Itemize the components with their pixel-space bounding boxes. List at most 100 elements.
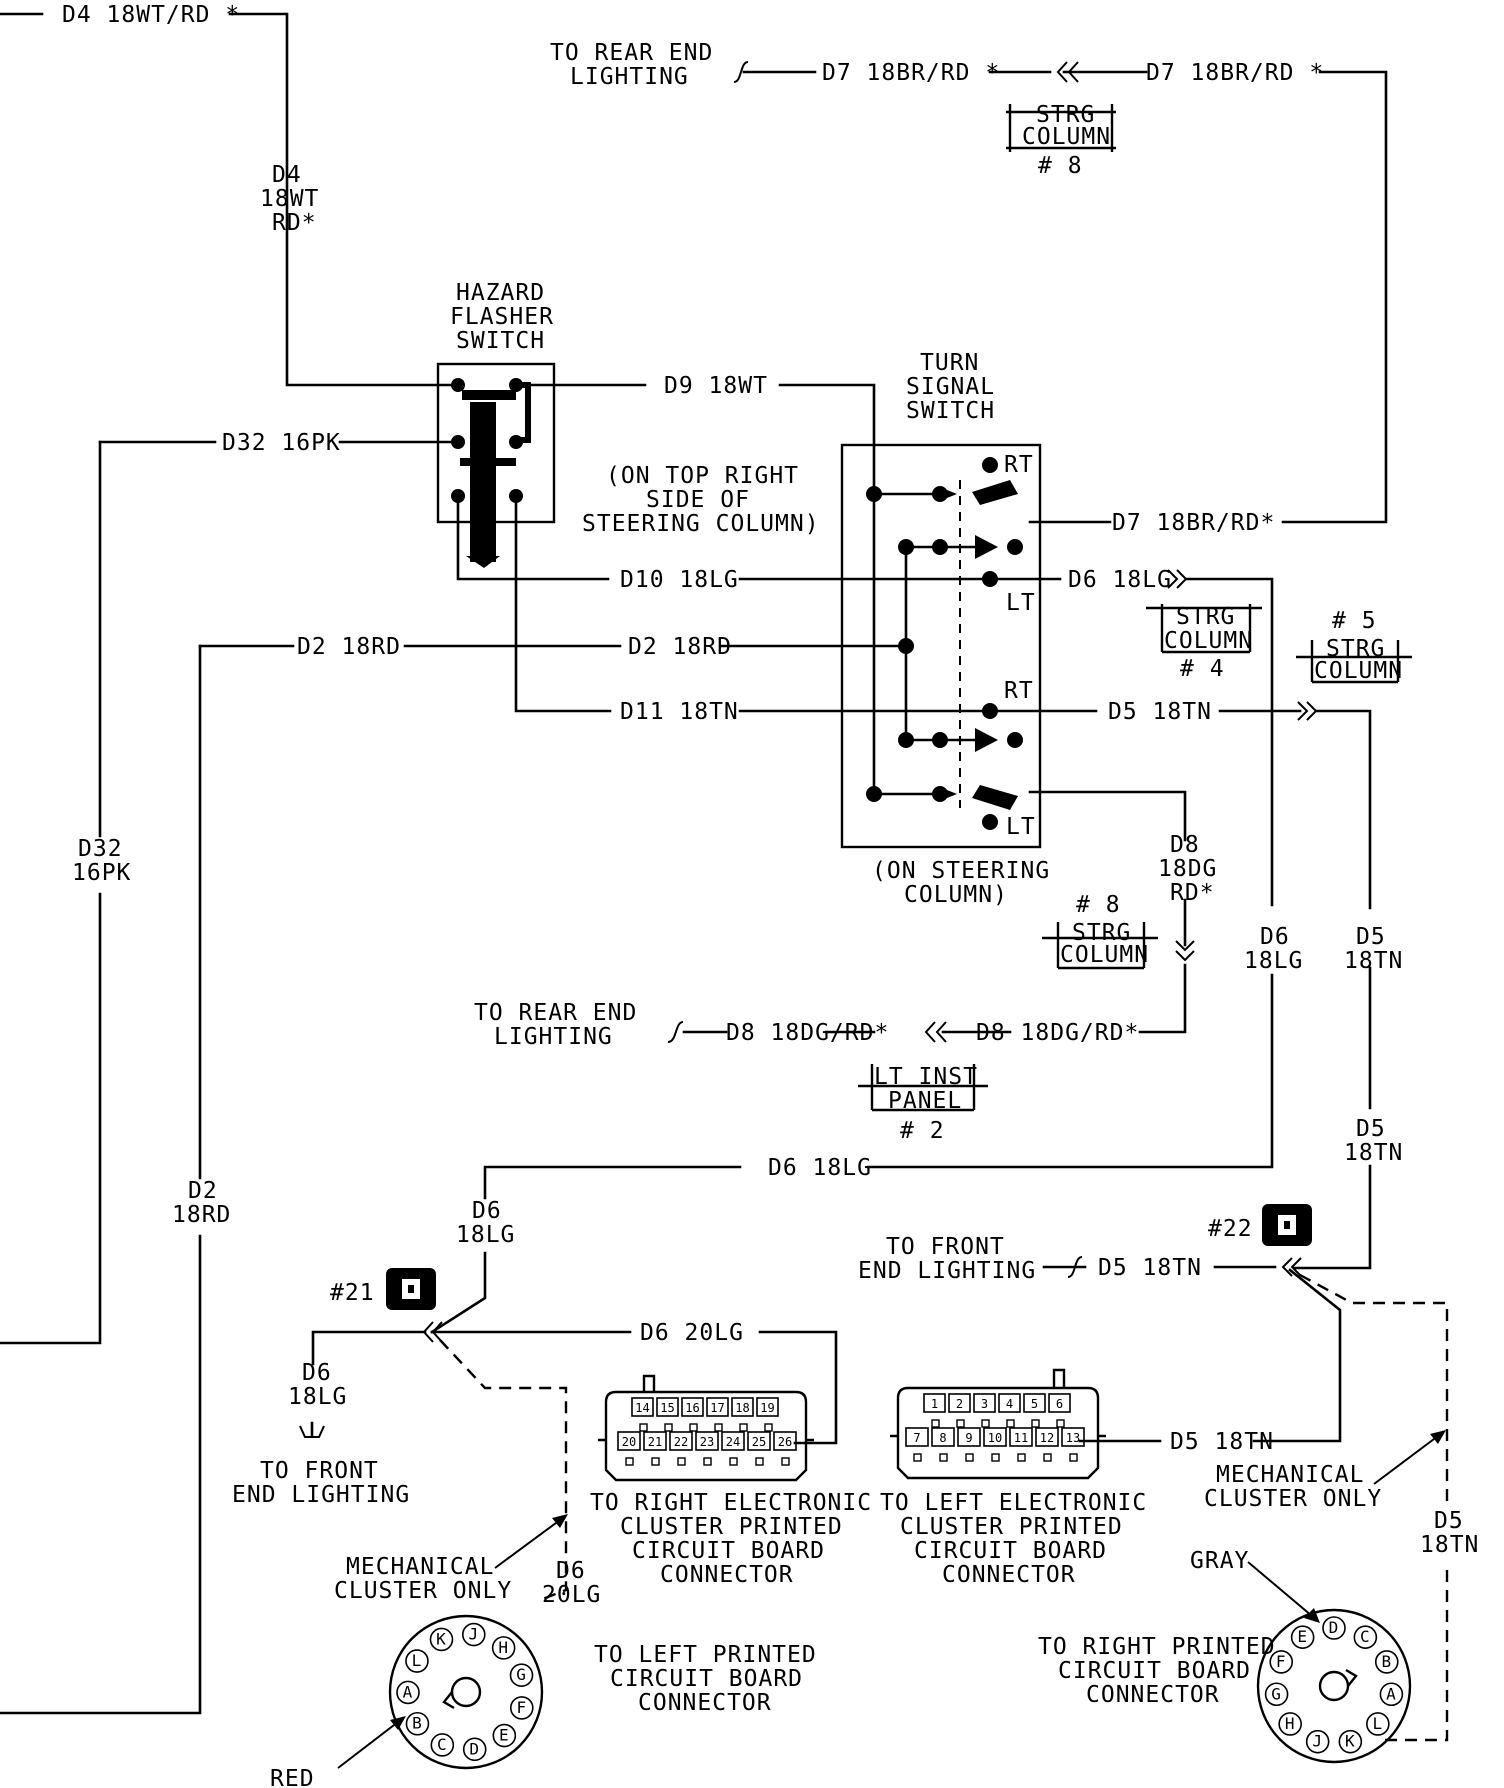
right-cluster-pin-label: 25 xyxy=(752,1435,766,1449)
wire-label-d2-h1: D2 18RD xyxy=(297,634,401,660)
left-pcb-pin-label: E xyxy=(499,1726,510,1745)
wire-label-d6-junction-v1: D6 xyxy=(472,1198,502,1224)
left-pcb-pin-label: H xyxy=(498,1638,509,1657)
left-pcb-pin-label: A xyxy=(403,1682,414,1701)
left-pcb-pin-label: B xyxy=(412,1714,423,1733)
strg-column-8-mid-num: # 8 xyxy=(1076,892,1121,918)
wire-label-d8-v3: RD* xyxy=(1170,880,1215,906)
left-pcb-pin-circle xyxy=(430,1733,455,1757)
hazard-flasher-switch xyxy=(436,362,556,568)
left-cluster-pin-hole xyxy=(931,1419,940,1428)
wire-label-d2-h2: D2 18RD xyxy=(628,634,732,660)
left-cluster-pin-hole xyxy=(1043,1453,1052,1462)
right-pcb-pin-circle xyxy=(1305,1729,1330,1754)
right-cluster-pin-hole xyxy=(755,1457,764,1466)
wire-label-d32-h: D32 16PK xyxy=(222,430,341,456)
right-cluster-pin-box xyxy=(681,1397,704,1417)
left-cluster-label-3: CIRCUIT BOARD xyxy=(914,1538,1107,1564)
to-front-end-lighting-right-1: TO FRONT xyxy=(886,1234,1005,1260)
wire-label-d6-h: D6 18LG xyxy=(768,1155,872,1181)
wire-label-d5-v2: 18TN xyxy=(1344,948,1403,974)
wire-label-d8-v2: 18DG xyxy=(1158,856,1217,882)
right-pcb-label-1: TO RIGHT PRINTED xyxy=(1038,1634,1276,1660)
right-cluster-pin-label: 21 xyxy=(648,1435,662,1449)
pointer-arrows xyxy=(337,1430,1446,1769)
left-pcb-pin-circle xyxy=(405,1711,430,1736)
left-cluster-pin-box xyxy=(1048,1393,1071,1413)
wire-label-d4-top: D4 18WT/RD * xyxy=(62,2,240,28)
wire-label-d6-dash-v1: D6 xyxy=(556,1558,586,1584)
right-cluster-pin-box xyxy=(706,1397,729,1417)
left-cluster-pin-hole xyxy=(956,1419,965,1428)
right-cluster-pin-label: 16 xyxy=(685,1401,699,1415)
left-cluster-pin-label: 13 xyxy=(1066,1431,1080,1445)
red-label: RED xyxy=(270,1766,315,1788)
wire-label-d6-dash-v2: 20LG xyxy=(542,1582,601,1608)
right-cluster-pin-box xyxy=(643,1431,667,1451)
left-cluster-pin-label: 4 xyxy=(1006,1397,1013,1411)
right-pcb-pin-circle xyxy=(1290,1625,1315,1650)
wire-label-d2-v1: D2 xyxy=(188,1178,218,1204)
right-pcb-label-2: CIRCUIT BOARD xyxy=(1058,1658,1251,1684)
to-rear-end-lighting-mid-1: TO REAR END xyxy=(474,1000,637,1026)
left-cluster-pin-hole xyxy=(913,1453,922,1462)
strg-column-box-4 xyxy=(1146,604,1262,654)
right-cluster-label-3: CIRCUIT BOARD xyxy=(632,1538,825,1564)
right-pcb-pin-label: C xyxy=(1360,1627,1371,1646)
right-cluster-pin-label: 26 xyxy=(778,1435,792,1449)
lt-inst-panel-num: # 2 xyxy=(900,1118,945,1144)
left-cluster-pin-box xyxy=(1035,1427,1059,1447)
wire-label-d5-cluster: D5 18TN xyxy=(1170,1429,1274,1455)
wire-label-d6-v2: 18LG xyxy=(1244,948,1303,974)
turn-signal-location-1: (ON STEERING xyxy=(872,858,1050,884)
right-pcb-pin-circle xyxy=(1278,1712,1302,1736)
right-cluster-pin-hole xyxy=(739,1423,748,1432)
right-pcb-label-3: CONNECTOR xyxy=(1086,1682,1220,1708)
mechanical-cluster-right-2: CLUSTER ONLY xyxy=(1204,1486,1382,1512)
wires xyxy=(0,12,1388,1715)
left-cluster-pin-label: 8 xyxy=(939,1431,946,1445)
left-cluster-pin-label: 6 xyxy=(1056,1397,1063,1411)
left-printed-circuit-board-connector xyxy=(388,1614,544,1770)
left-cluster-pin-box xyxy=(948,1393,971,1413)
left-cluster-pin-box xyxy=(923,1393,946,1413)
gray-label: GRAY xyxy=(1190,1548,1249,1574)
switch-label-rt-bottom: RT xyxy=(1004,678,1034,704)
left-pcb-pin-circle xyxy=(461,1622,486,1647)
left-pcb-pin-circle xyxy=(509,1696,534,1720)
strg-column-8-mid-1: STRG xyxy=(1072,920,1131,946)
wire-label-d8-h-left: D8 18DG/RD* xyxy=(726,1020,889,1046)
to-front-end-lighting-right-2: END LIGHTING xyxy=(858,1258,1036,1284)
left-pcb-pin-circle xyxy=(396,1680,420,1705)
left-pcb-pin-circle xyxy=(509,1663,534,1688)
wire-label-d8-v1: D8 xyxy=(1170,832,1200,858)
to-front-end-lighting-left-1: TO FRONT xyxy=(260,1458,379,1484)
left-pcb-pin-label: C xyxy=(437,1735,448,1754)
left-cluster-pin-box xyxy=(1009,1427,1033,1447)
wire-label-d32-v2: 16PK xyxy=(72,860,131,886)
left-electronic-cluster-connector xyxy=(890,1368,1106,1480)
left-pcb-pin-circle xyxy=(491,1636,516,1660)
wire-label-d6-junction-v2: 18LG xyxy=(456,1222,515,1248)
hazard-title-2: FLASHER xyxy=(450,304,554,330)
right-pcb-pin-label: G xyxy=(1271,1684,1282,1703)
left-cluster-pin-hole xyxy=(1006,1419,1015,1428)
strg-column-4-1: STRG xyxy=(1176,604,1235,630)
left-cluster-pin-box xyxy=(973,1393,996,1413)
wire-label-d7-left: D7 18BR/RD * xyxy=(822,60,1000,86)
wire-label-d8-h-right: D8 18DG/RD* xyxy=(976,1020,1139,1046)
left-pcb-pin-label: K xyxy=(436,1629,447,1648)
right-pcb-pin-label: H xyxy=(1285,1714,1296,1733)
wire-label-d32-v1: D32 xyxy=(78,836,123,862)
lt-inst-panel-box xyxy=(858,1064,988,1112)
left-cluster-pin-hole xyxy=(1031,1419,1040,1428)
left-cluster-pin-label: 12 xyxy=(1040,1431,1054,1445)
wire-label-d4-v3: RD* xyxy=(272,210,317,236)
left-cluster-pin-label: 9 xyxy=(965,1431,972,1445)
right-cluster-pin-label: 19 xyxy=(760,1401,774,1415)
right-cluster-label-4: CONNECTOR xyxy=(660,1562,794,1588)
right-cluster-pin-label: 17 xyxy=(710,1401,724,1415)
strg-column-5-1: STRG xyxy=(1326,636,1385,662)
left-pcb-label-1: TO LEFT PRINTED xyxy=(594,1642,817,1668)
left-cluster-pin-box xyxy=(957,1427,981,1447)
